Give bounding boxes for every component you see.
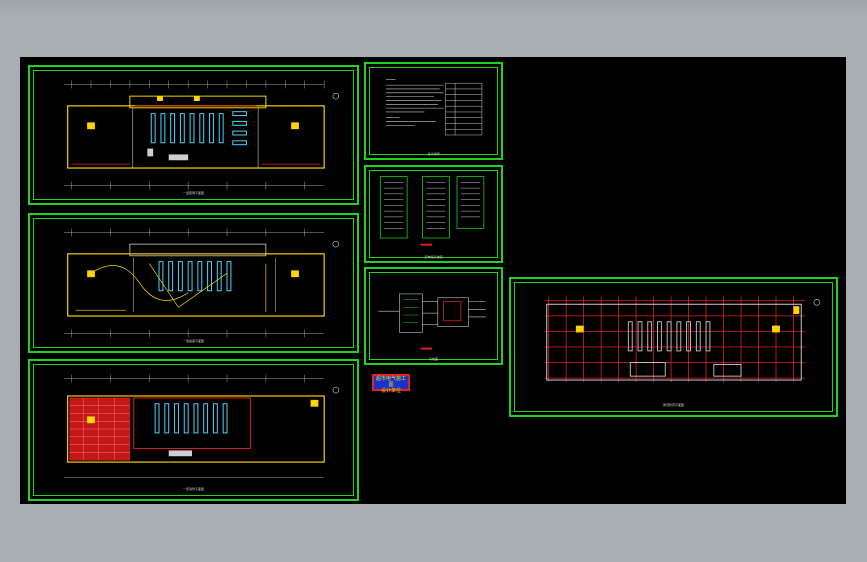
sheet-inner-border xyxy=(33,364,354,496)
sheet-caption: 一层消防平面图 xyxy=(182,487,204,491)
window-top-band xyxy=(0,0,867,22)
sheet-inner-border xyxy=(514,282,833,412)
floor-plan-drawing xyxy=(63,374,340,478)
drawing-sheet-riser[interactable]: 系统图 xyxy=(364,267,503,365)
drawing-canvas[interactable]: 一层照明平面图 xyxy=(20,57,846,504)
sheet-inner-border xyxy=(33,70,354,200)
drawing-sheet-plan-big[interactable]: 屋顶防雷平面图 xyxy=(509,277,838,417)
design-notes-drawing xyxy=(386,79,483,136)
sheet-caption: 设计说明 xyxy=(427,152,440,156)
title-block-line-2: 设计单位 xyxy=(380,388,401,394)
floor-plan-drawing xyxy=(63,228,340,338)
title-block-line-1: 超市电气施工图 xyxy=(375,376,406,388)
drawing-sheet-plan-2[interactable]: 一层插座平面图 xyxy=(28,213,359,353)
sheet-caption: 系统图 xyxy=(428,357,438,361)
floor-plan-drawing xyxy=(63,80,340,190)
drawing-sheet-plan-1[interactable]: 一层照明平面图 xyxy=(28,65,359,205)
riser-diagram-drawing xyxy=(378,293,486,350)
sheet-inner-border xyxy=(369,272,498,360)
drawing-sheet-plan-3[interactable]: 一层消防平面图 xyxy=(28,359,359,501)
drawing-sheet-panels[interactable]: 配电箱系统图 xyxy=(364,165,503,263)
sheet-inner-border xyxy=(369,170,498,258)
sheet-caption: 一层插座平面图 xyxy=(182,339,204,343)
grid-floor-plan-drawing xyxy=(544,296,820,382)
drawing-sheet-notes[interactable]: 设计说明 xyxy=(364,62,503,160)
sheet-caption: 屋顶防雷平面图 xyxy=(662,403,684,407)
panel-schedule-drawing xyxy=(379,176,485,246)
title-block[interactable]: 超市电气施工图 设计单位 xyxy=(372,374,410,394)
sheet-inner-border xyxy=(33,218,354,348)
sheet-inner-border xyxy=(369,67,498,155)
sheet-caption: 一层照明平面图 xyxy=(182,191,204,195)
sheet-caption: 配电箱系统图 xyxy=(424,255,443,259)
